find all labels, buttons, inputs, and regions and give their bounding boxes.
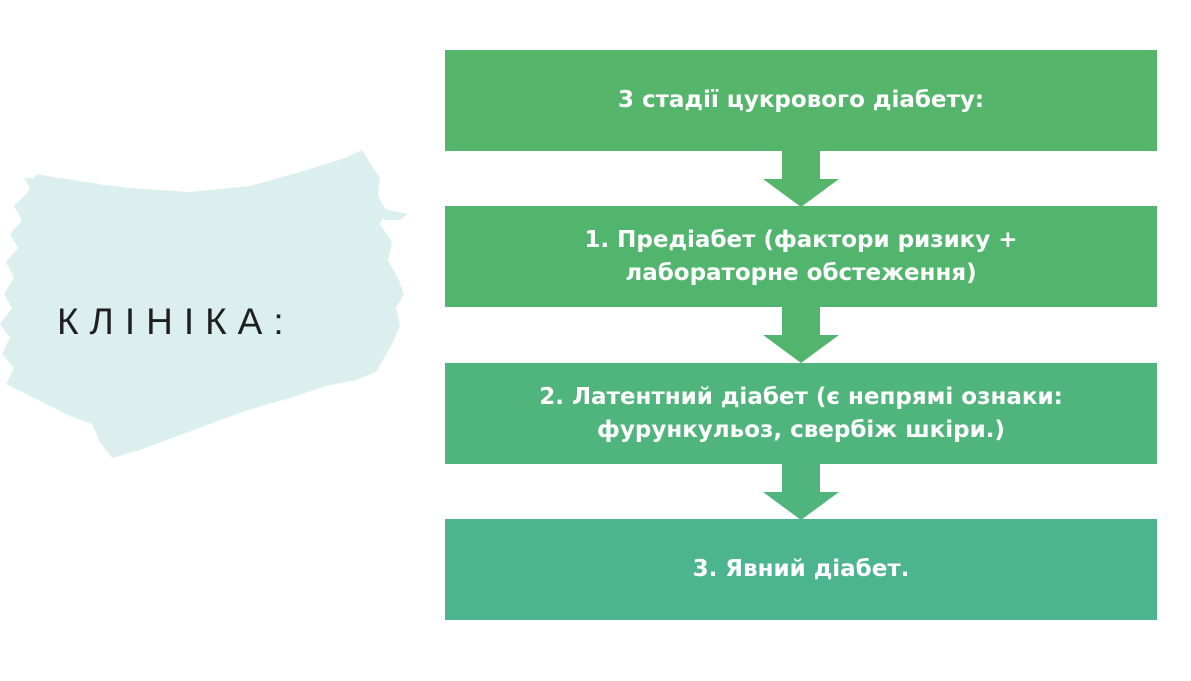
flow-diagram: 3 стадії цукрового діабету: 1. Предіабет… [445,50,1157,622]
down-arrow-shape [763,464,839,520]
down-arrow-icon [763,464,839,520]
stage-box-prediabetes-line-2: лабораторне обстеження) [625,259,977,286]
paint-brush-stroke [0,150,408,458]
page-title: КЛІНІКА: [57,301,295,342]
stage-box-latent-line-2: фурункульоз, свербіж шкіри.) [597,416,1005,443]
stage-box-header-line-1: 3 стадії цукрового діабету: [617,87,985,113]
stage-box-latent: 2. Латентний діабет (є непрямі ознаки: ф… [445,363,1157,464]
brush-streak-right [380,208,408,220]
stage-box-header: 3 стадії цукрового діабету: [445,50,1157,151]
stage-box-overt: 3. Явний діабет. [445,519,1157,620]
down-arrow-icon [763,307,839,363]
down-arrow-shape [763,307,839,363]
stage-box-prediabetes-line-1: 1. Предіабет (фактори ризику + [584,226,1018,253]
brush-streak-top [24,178,100,188]
brush-shape [0,150,404,458]
stage-box-prediabetes: 1. Предіабет (фактори ризику + лаборатор… [445,206,1157,307]
stage-box-overt-line-1: 3. Явний діабет. [692,556,910,582]
stage-box-latent-line-1: 2. Латентний діабет (є непрямі ознаки: [539,383,1063,410]
down-arrow-icon [763,151,839,207]
down-arrow-shape [763,151,839,207]
